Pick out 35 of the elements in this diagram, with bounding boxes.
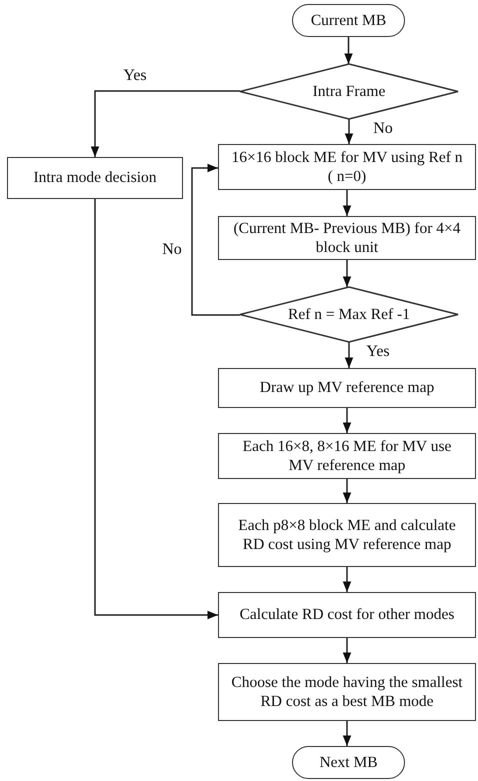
node-text: Current MB [310,10,386,30]
process-box [218,503,476,567]
arrow [191,164,240,316]
process-box [7,157,183,199]
node-text: Next MB [319,752,378,772]
node-text: Each p8×8 block ME and calculate RD cost using MV reference map [237,516,457,554]
arrow [344,37,353,64]
process-box [218,663,476,721]
node-text: Calculate RD cost for other modes [240,605,454,625]
node-text: 16×16 block ME for MV using Ref n ( n=0) [230,148,464,186]
arrow [94,199,218,620]
arrow [342,260,352,287]
arrow [342,479,352,503]
arrow [342,190,352,216]
node-text: Intra Frame [312,82,386,102]
arrow [342,408,352,433]
arrow [342,567,352,592]
arrow [90,90,240,157]
arrow [342,721,352,746]
node-text: Draw up MV reference map [260,378,434,398]
process-box [218,368,476,408]
process-box [218,216,476,260]
arrow [344,119,354,144]
process-box [218,144,476,190]
process-box [218,592,476,638]
process-box [218,433,476,479]
node-text: Each 16×8, 8×16 ME for MV use MV reference map [242,436,452,476]
node-text: Choose the mode having the smallest RD cost as a best MB mode [230,672,464,712]
decision-diamond [240,64,458,119]
arrow [344,342,354,368]
node-text: Intra mode decision [33,168,157,188]
decision-diamond [240,287,458,342]
node-text: Ref n = Max Ref -1 [288,304,410,324]
arrow [342,638,352,663]
node-text: (Current MB- Previous MB) for 4×4 block unit [232,218,462,258]
